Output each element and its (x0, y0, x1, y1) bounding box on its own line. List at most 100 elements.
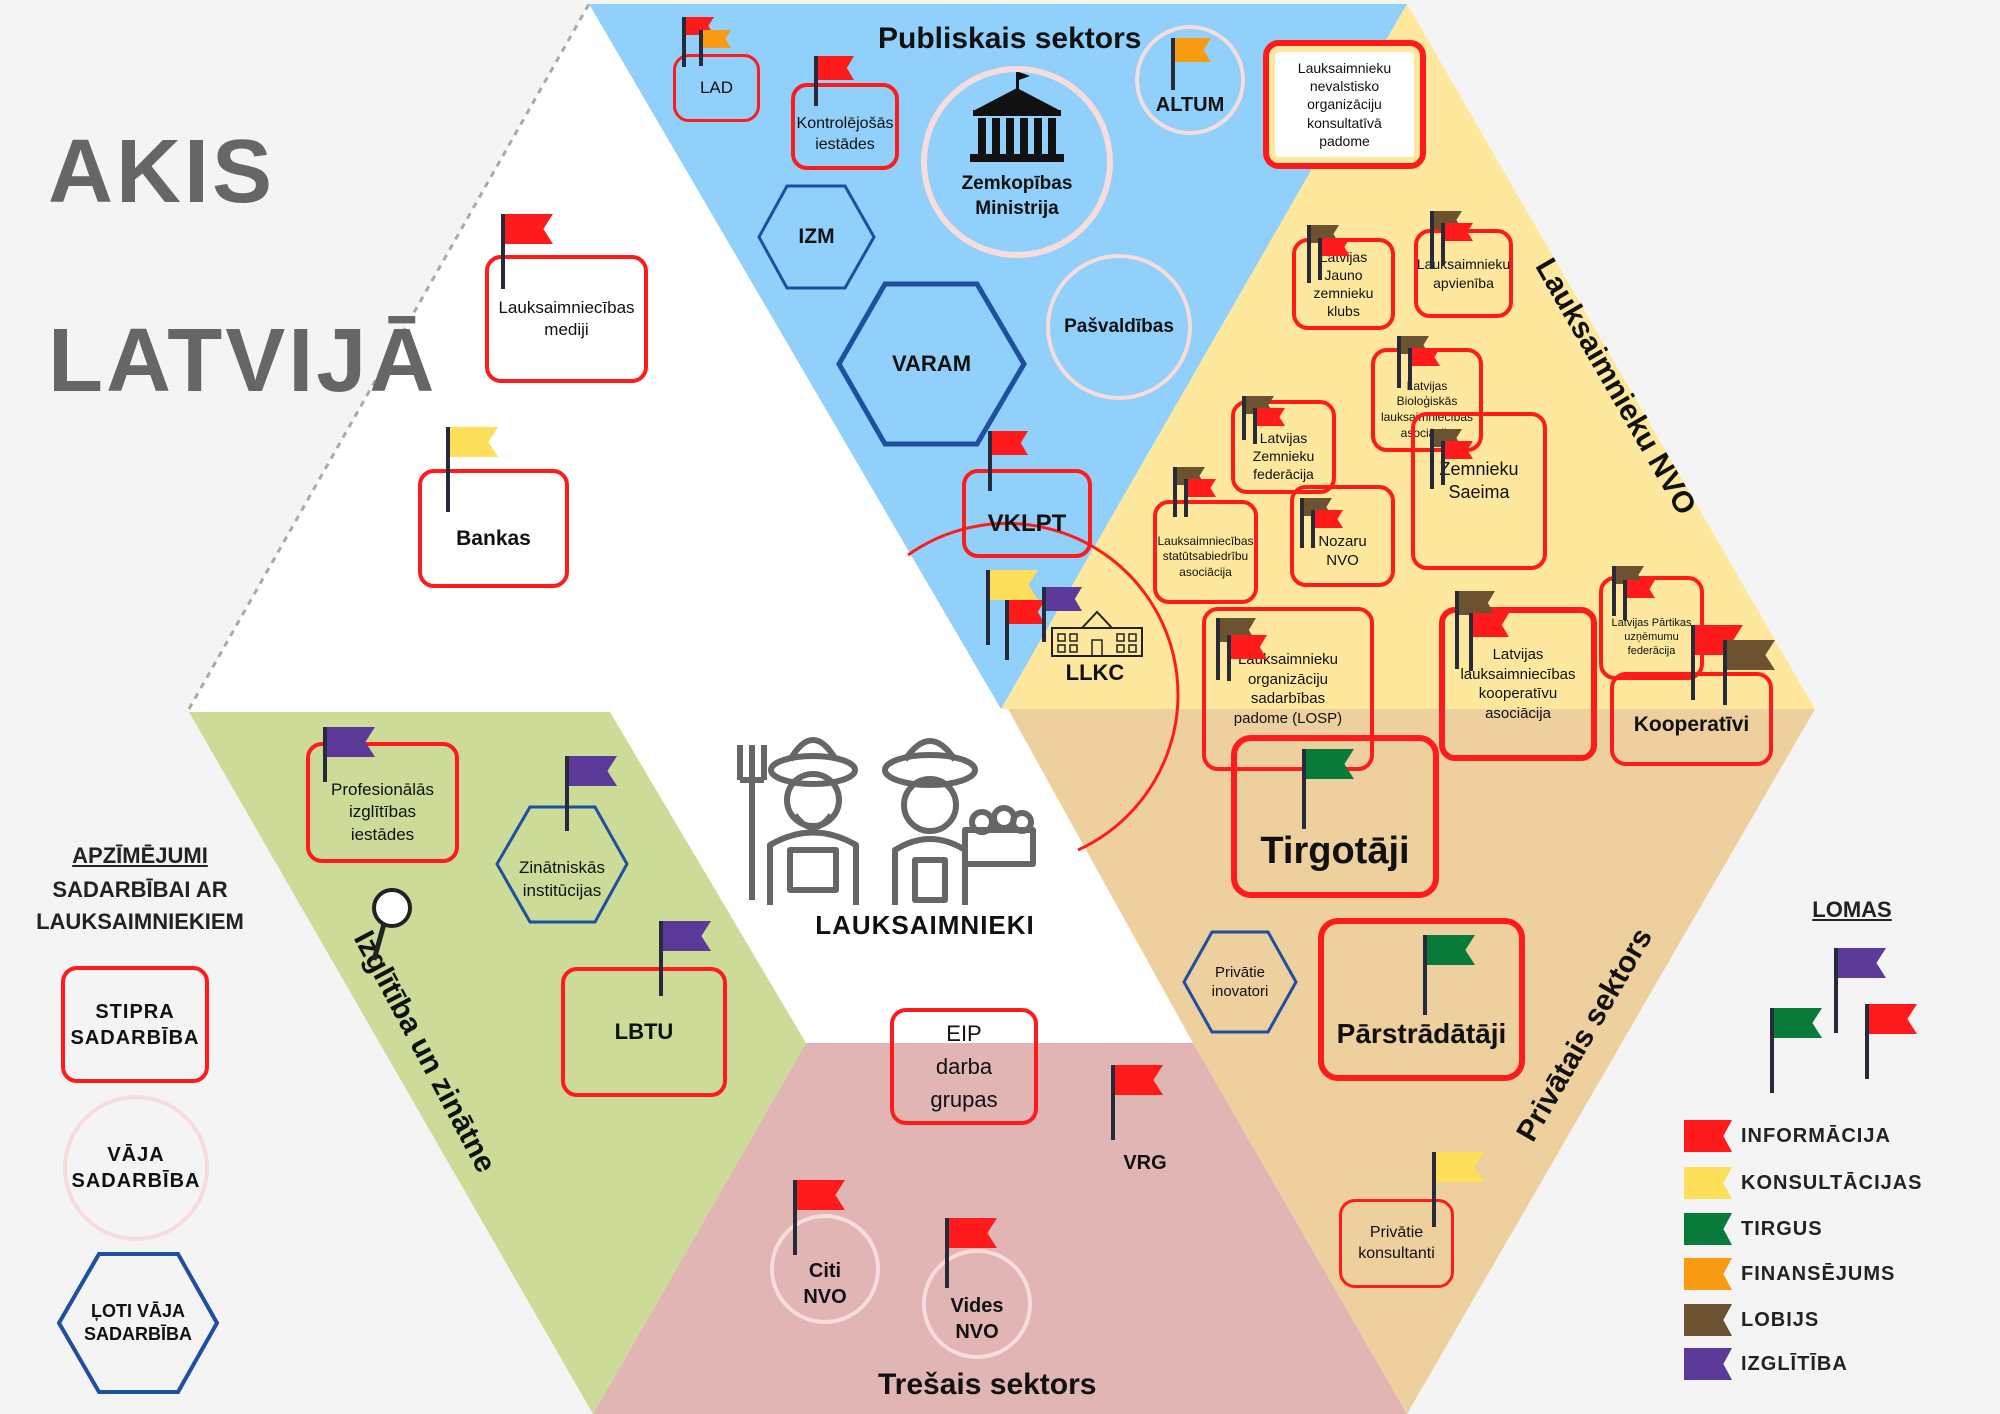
node-lauksaimniecibas-mediji[interactable]: Lauksaimniecības mediji (485, 255, 648, 383)
title-line-1: AKIS (48, 121, 276, 222)
center-label-lauksaimnieki: LAUKSAIMNIEKI (815, 910, 1035, 941)
legend-weak-cooperation: VĀJA SADARBĪBA (63, 1095, 209, 1241)
node-bankas[interactable]: Bankas (418, 469, 569, 588)
node-profesionalas-izglitibas-iestades[interactable]: Profesionālās izglītības iestādes (306, 742, 459, 863)
node-lauksaimnieku-apvieniba[interactable]: Lauksaimnieku apvienība (1414, 229, 1513, 318)
magnifier-icon (371, 888, 412, 961)
flag-lobijs-icon (1242, 396, 1246, 440)
node-parstradataji[interactable]: Pārstrādātāji (1318, 918, 1525, 1081)
private-sector-area (1008, 709, 1815, 1414)
node-kontrolejosas-iestades[interactable]: Kontrolējošās iestādes (791, 83, 899, 170)
flag-lobijs-icon (1430, 429, 1434, 489)
flag-konsultacijas-icon (446, 427, 450, 512)
node-zinatniskas-institucijas[interactable]: Zinātniskās institūcijas (519, 858, 605, 900)
legend-strong-cooperation: STIPRA SADARBĪBA (61, 966, 209, 1083)
flag-tirgus-icon (1302, 749, 1306, 829)
flag-izglitiba-icon (659, 921, 663, 996)
legend-left-subtitle: SADARBĪBAI AR LAUKSAIMNIEKIEM (36, 877, 244, 934)
flag-informacija-icon (1005, 600, 1009, 660)
flag-konsultacijas-icon (986, 570, 990, 645)
flag-informacija-icon (1111, 1065, 1115, 1140)
node-citi-nvo[interactable]: Citi NVO (770, 1214, 880, 1324)
flag-informacija-icon (1184, 479, 1188, 517)
flag-lobijs-icon (1307, 225, 1311, 283)
flag-informacija-icon (682, 17, 686, 67)
flag-informacija-icon (1441, 223, 1445, 265)
flag-konsultacijas-icon (1432, 1152, 1436, 1227)
flag-informacija-icon (1469, 613, 1473, 671)
flag-izglitiba-icon (323, 727, 327, 782)
inovatori-hexagon (1182, 930, 1298, 1034)
node-altum[interactable]: ALTUM (1135, 25, 1245, 135)
flag-lobijs-icon (1455, 591, 1459, 669)
flag-izglitiba-icon (1042, 587, 1046, 642)
node-eip-darba-grupas[interactable]: EIP darba grupas (890, 1008, 1038, 1125)
title-line-2: LATVIJĀ (48, 310, 438, 411)
flag-lobijs-icon (1300, 498, 1304, 548)
farmers-icon (737, 737, 1036, 905)
flag-informacija-icon (1318, 238, 1322, 280)
third-sector-area (593, 1043, 1407, 1414)
flag-lobijs-icon (1612, 566, 1616, 616)
legend-role-label: IZGLĪTĪBA (1741, 1353, 1848, 1375)
node-tirgotaji[interactable]: Tirgotāji (1231, 735, 1439, 898)
flag-lobijs-icon (1173, 467, 1177, 517)
flag-informacija-icon (1253, 408, 1257, 444)
node-lad[interactable]: LAD (673, 54, 760, 122)
flag-informacija-icon (945, 1218, 949, 1288)
llkc-building-icon (1051, 610, 1143, 657)
node-varam[interactable]: VARAM (891, 350, 972, 376)
node-pasvaldibas[interactable]: Pašvaldības (1046, 254, 1192, 400)
flag-informacija-icon (1865, 1004, 1869, 1079)
sector-label-public: Publiskais sektors (878, 22, 1142, 55)
node-latvijas-zemnieku-federacija[interactable]: Latvijas Zemnieku federācija (1231, 400, 1336, 494)
zinatne-hexagon (495, 805, 629, 924)
legend-role-label: LOBIJS (1741, 1309, 1820, 1331)
flag-informacija-icon (814, 56, 818, 106)
node-nvo-konsultativa-padome[interactable]: Lauksaimnieku nevalstisko organizāciju k… (1263, 40, 1426, 169)
node-statutsabiedribu-asociacija[interactable]: Lauksaimniecības statūtsabiedrību asociā… (1153, 500, 1258, 604)
node-zemkopibas-ministrija[interactable]: Zemkopības Ministrija (921, 66, 1113, 258)
legend-role-label: KONSULTĀCIJAS (1741, 1172, 1923, 1194)
flag-informacija-icon (501, 214, 505, 289)
flag-lobijs-icon (1397, 336, 1401, 388)
public-sector-area (589, 4, 1407, 709)
node-vrg[interactable]: VRG (1123, 1152, 1167, 1174)
varam-hexagon (836, 281, 1027, 447)
llkc-arc (907, 521, 1180, 852)
node-vides-nvo[interactable]: Vides NVO (922, 1249, 1032, 1359)
node-zemnieku-saeima[interactable]: Zemnieku Saeima (1411, 412, 1547, 570)
flag-finansejums-icon (1171, 38, 1175, 90)
node-vklpt[interactable]: VKLPT (962, 469, 1092, 558)
education-sector-area (189, 712, 806, 1414)
flag-tirgus-icon (1770, 1008, 1774, 1093)
flag-informacija-icon (1311, 510, 1315, 548)
dashed-edge (187, 3, 591, 710)
flag-tirgus-icon (1423, 935, 1427, 1015)
flag-finansejums-icon (699, 30, 703, 66)
node-llkc[interactable]: LLKC (1065, 659, 1125, 685)
flag-informacija-icon (1441, 441, 1445, 485)
node-izm[interactable]: IZM (798, 225, 835, 249)
sector-label-third: Trešais sektors (878, 1368, 1097, 1401)
legend-role-label: INFORMĀCIJA (1741, 1125, 1891, 1147)
flag-izglitiba-icon (565, 756, 569, 831)
legend-very-weak-hexagon (56, 1252, 220, 1394)
node-privatie-konsultanti[interactable]: Privātie konsultanti (1339, 1199, 1454, 1288)
flag-informacija-icon (1691, 625, 1695, 700)
flag-informacija-icon (1408, 348, 1412, 390)
flag-informacija-icon (1623, 580, 1627, 620)
page-title: AKIS LATVIJĀ (48, 30, 437, 503)
flag-izglitiba-icon (1834, 948, 1838, 1033)
node-nozaru-nvo[interactable]: Nozaru NVO (1290, 485, 1395, 587)
legend-role-label: TIRGUS (1741, 1218, 1823, 1240)
legend-left-title: APZĪMĒJUMI (72, 843, 208, 868)
flag-lobijs-icon (1430, 211, 1434, 269)
legend-very-weak-cooperation: ĻOTI VĀJA SADARBĪBA (84, 1300, 192, 1344)
legend-right-title: LOMAS (1812, 897, 1892, 922)
flag-informacija-icon (793, 1180, 797, 1255)
izm-hexagon (757, 184, 876, 290)
node-lbtu[interactable]: LBTU (561, 967, 727, 1097)
node-privatie-inovatori[interactable]: Privātie inovatori (1211, 963, 1269, 1001)
node-kooperativu-asociacija[interactable]: Latvijas lauksaimniecības kooperatīvu as… (1439, 607, 1597, 761)
